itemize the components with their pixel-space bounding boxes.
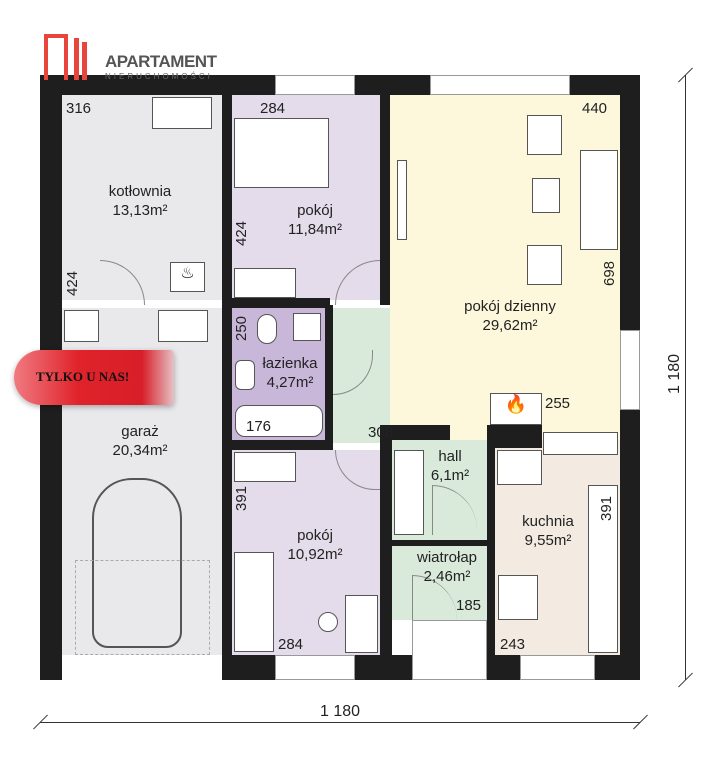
fireplace-icon: 🔥 <box>490 393 542 425</box>
dim-label: 391 <box>233 485 251 512</box>
bar-counter <box>543 432 618 455</box>
coffee-table <box>532 178 560 213</box>
window <box>275 75 355 95</box>
room-area: 2,46m² <box>423 568 471 585</box>
dimension-line-vertical <box>685 75 686 680</box>
sink <box>235 360 255 390</box>
room-name: pokój <box>297 527 333 544</box>
room-area: 6,1m² <box>430 467 470 484</box>
wall <box>380 425 450 440</box>
dim-label: 284 <box>278 636 304 653</box>
logo-subtitle: NIERUCHOMOŚCI <box>105 72 213 81</box>
dining-table <box>498 575 538 620</box>
room-area: 13,13m² <box>112 202 168 219</box>
room-label: pokój dzienny 29,62m² <box>430 297 590 335</box>
wall <box>222 75 232 680</box>
room-name: łazienka <box>262 355 318 372</box>
room-area: 29,62m² <box>482 317 538 334</box>
wall <box>392 540 492 546</box>
room-label: kuchnia 9,55m² <box>498 512 598 550</box>
logo-mark-icon <box>82 42 87 80</box>
logo-mark-icon <box>44 34 68 80</box>
room-area: 11,84m² <box>288 221 342 238</box>
armchair <box>527 115 562 155</box>
dim-label: 308 <box>368 424 394 441</box>
total-height-label: 1 180 <box>666 353 684 395</box>
wall <box>380 95 390 305</box>
dim-label: 185 <box>456 597 482 614</box>
bed <box>234 118 329 188</box>
entrance-door <box>412 620 487 680</box>
wall <box>380 440 392 655</box>
wall <box>325 305 333 450</box>
room-name: kotłownia <box>108 183 172 200</box>
room-area: 20,34m² <box>112 442 168 459</box>
garage-door <box>62 655 222 680</box>
cabinet <box>158 310 208 342</box>
room-name: wiatrołap <box>416 549 478 566</box>
logo-name: APARTAMENT <box>105 52 217 71</box>
sofa <box>580 150 618 250</box>
cabinet <box>152 97 212 129</box>
room-name: kuchnia <box>522 513 574 530</box>
boiler-icon: ♨ <box>170 262 205 292</box>
dim-label: 243 <box>500 636 526 653</box>
wardrobe <box>394 450 424 535</box>
logo: APARTAMENT NIERUCHOMOŚCI <box>40 30 230 95</box>
cabinet <box>64 310 99 342</box>
total-width-label: 1 180 <box>320 703 361 720</box>
dim-label: 250 <box>233 315 251 342</box>
window <box>620 330 640 410</box>
chair <box>318 612 338 632</box>
room-label: pokój 11,84m² <box>245 201 385 239</box>
wardrobe <box>234 268 296 298</box>
room-label: pokój 10,92m² <box>245 526 385 564</box>
kitchen-counter <box>588 485 618 653</box>
room-label: wiatrołap 2,46m² <box>402 548 492 586</box>
dim-label: 698 <box>601 260 619 287</box>
bed <box>234 552 274 652</box>
room-label: łazienka 4,27m² <box>245 354 335 392</box>
window <box>520 655 595 680</box>
room-pokoj-dzienny <box>390 95 620 440</box>
dim-label: 391 <box>598 495 616 522</box>
parking-outline <box>75 560 210 655</box>
shower <box>293 313 321 341</box>
wall <box>232 440 332 450</box>
room-name: hall <box>438 448 462 465</box>
dim-label: 255 <box>545 395 571 412</box>
toilet <box>257 314 277 344</box>
tv-unit <box>397 160 407 240</box>
car <box>92 478 182 648</box>
dim-label: 440 <box>582 100 608 117</box>
desk <box>345 595 378 653</box>
room-label: hall 6,1m² <box>420 447 480 485</box>
promo-banner-text: TYLKO U NAS! <box>36 369 130 384</box>
bathtub <box>235 405 323 437</box>
stove <box>497 450 542 485</box>
room-name: pokój dzienny <box>464 298 556 315</box>
dim-label: 316 <box>66 100 92 117</box>
room-name: garaż <box>121 423 159 440</box>
dimension-line-horizontal <box>40 722 640 723</box>
room-label: garaż 20,34m² <box>70 422 210 460</box>
promo-banner[interactable]: TYLKO U NAS! <box>14 350 174 405</box>
dim-label: 284 <box>260 100 286 117</box>
room-area: 9,55m² <box>524 532 572 549</box>
window <box>275 655 355 680</box>
room-label: kotłownia 13,13m² <box>70 182 210 220</box>
dim-label: 424 <box>64 270 82 297</box>
window <box>430 75 570 95</box>
logo-mark-icon <box>74 38 79 80</box>
wall <box>487 425 542 448</box>
armchair <box>527 245 562 285</box>
wall <box>232 298 330 308</box>
wardrobe <box>234 452 296 482</box>
dim-label: 176 <box>246 418 272 435</box>
room-area: 4,27m² <box>266 374 314 391</box>
room-area: 10,92m² <box>287 546 343 563</box>
dim-label: 424 <box>233 220 251 247</box>
room-name: pokój <box>297 202 333 219</box>
